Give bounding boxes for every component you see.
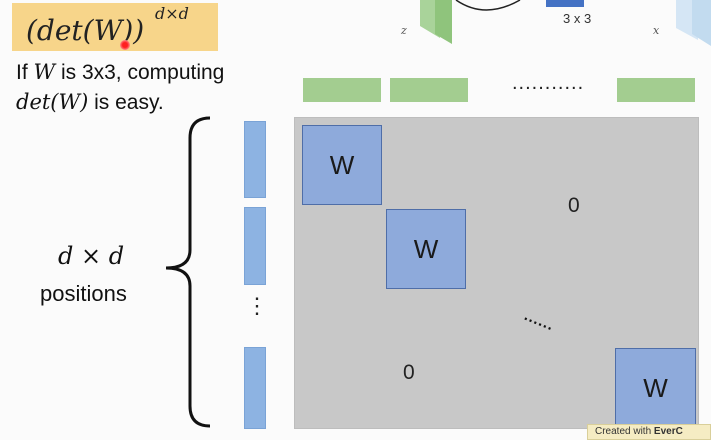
curly-brace [165,116,211,428]
zero-lower: 0 [403,361,415,384]
dxd-label: d × d [58,242,125,270]
green-block-1 [303,78,381,102]
note-det-expr: det(W) [16,90,89,114]
note-var-w: W [33,60,56,84]
w-block-3: W [615,348,696,429]
formula-box [12,3,218,51]
label-3x3: 3 x 3 [563,11,592,26]
pointer-dot-icon [120,40,130,50]
green-block-3 [617,78,695,102]
blue-matrix-bar [546,0,584,7]
label-z: z [401,24,407,37]
positions-label: positions [40,281,127,306]
zero-upper: 0 [568,194,580,217]
watermark-brand: EverC [653,426,683,437]
green-row-ellipsis: ........... [512,72,585,94]
column-block-3 [244,347,266,429]
green-layer-shape-2 [435,0,452,44]
w-block-1: W [302,125,382,205]
flow-curve [455,0,521,11]
column-block-2 [244,207,266,285]
note-line-1: If W is 3x3, computing [16,60,224,85]
label-x: x [653,24,660,37]
note-line-2: det(W) is easy. [16,90,164,115]
watermark-prefix: Created with [595,426,654,437]
formula-exponent: d×d [155,4,189,23]
green-block-2 [390,78,468,102]
note-if: If [16,61,34,84]
column-ellipsis: ⋮ [246,293,268,318]
brace-path [165,116,211,428]
note-line1-rest: is 3x3, computing [55,61,225,84]
watermark: Created with EverC [587,424,711,440]
column-block-1 [244,121,266,198]
note-line2-rest: is easy. [88,91,164,114]
w-block-2: W [386,209,466,289]
top-figure-fragment [420,0,711,46]
blue-layer-shape-2 [692,0,711,46]
